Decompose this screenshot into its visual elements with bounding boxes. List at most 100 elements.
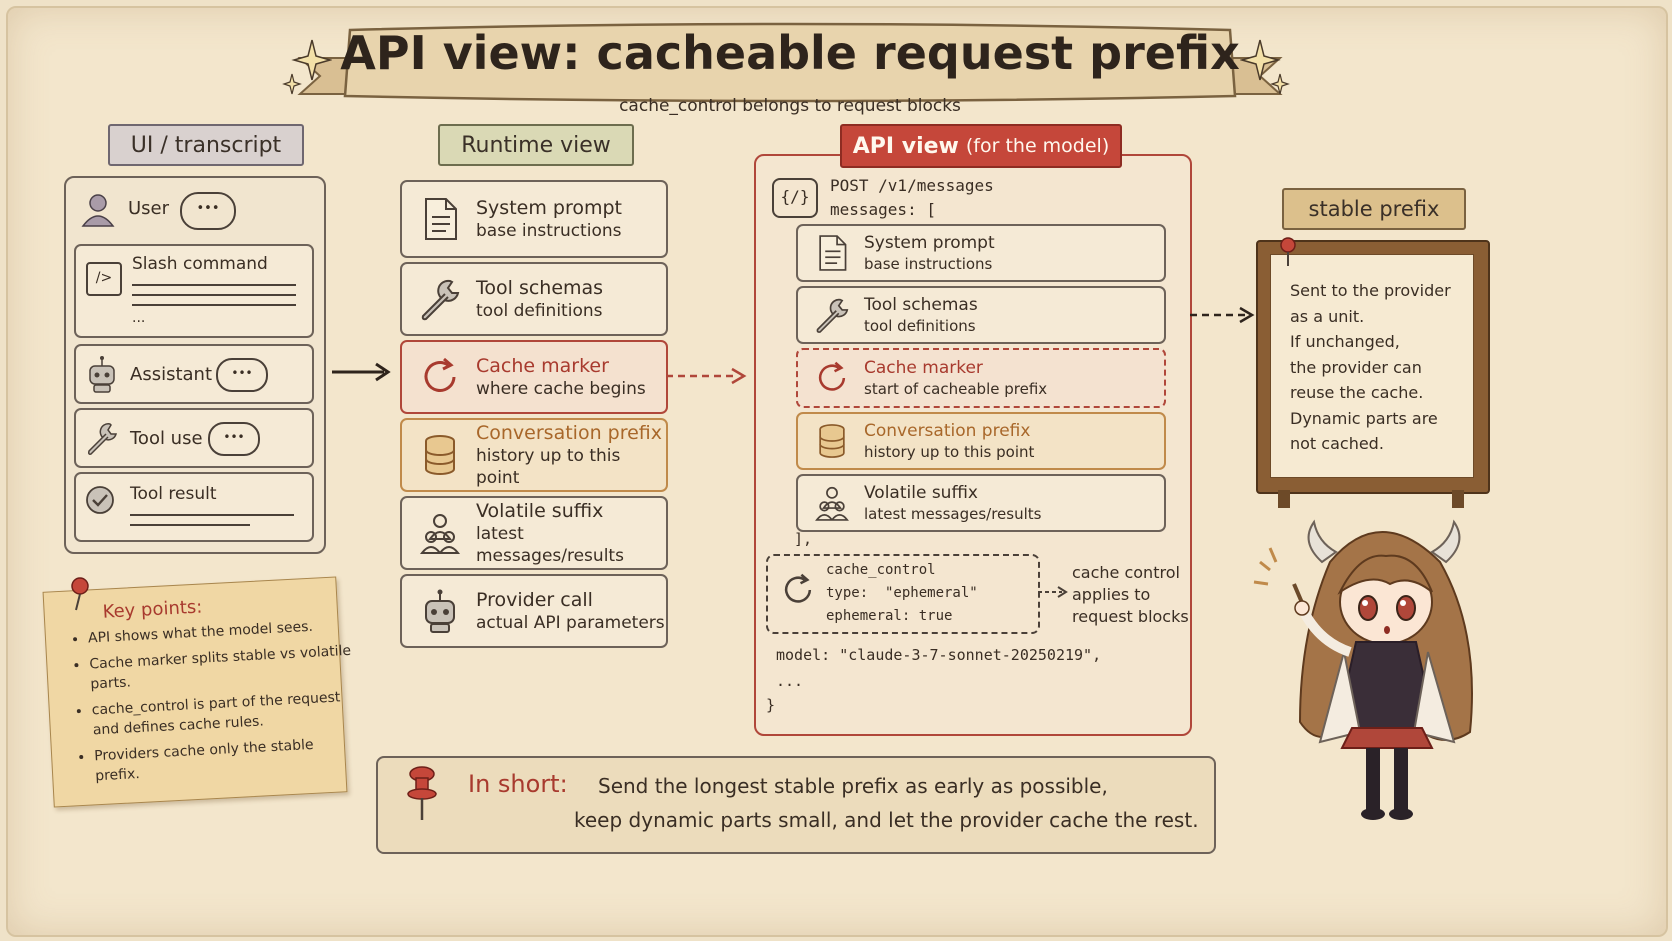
card-title: System prompt [476, 197, 622, 219]
key-points-list: API shows what the model sees. Cache mar… [48, 615, 364, 789]
cache-note-line: cache control [1072, 563, 1180, 582]
title-banner [297, 22, 1283, 103]
model-ellipsis: ... [776, 672, 804, 690]
card-subtitle: actual API parameters [476, 613, 665, 633]
user-icon [81, 194, 115, 227]
slash-command-label: Slash command [132, 254, 268, 274]
cache-note-line: applies to [1072, 585, 1151, 604]
speech-bubble-icon: ••• [180, 192, 236, 230]
card-subtitle: where cache begins [476, 379, 646, 399]
sparkle-icon [1240, 39, 1290, 95]
refresh-icon [424, 357, 456, 392]
cache-control-block: cache_control type: "ephemeral" ephemera… [766, 554, 1040, 634]
card-subtitle: history up to this point [864, 442, 1035, 461]
api-view-header: API view (for the model) [840, 124, 1122, 168]
stable-prefix-line: as a unit. [1290, 306, 1365, 326]
card-title: Volatile suffix [864, 482, 978, 503]
stable-prefix-line: If unchanged, [1290, 332, 1400, 351]
speech-bubble-icon: ••• [208, 422, 260, 456]
card-title: Conversation prefix [476, 422, 663, 444]
key-points-header: Key points: [102, 596, 203, 623]
assistant-card: Assistant ••• [74, 344, 314, 404]
document-icon [819, 235, 847, 271]
wrench-icon [816, 298, 849, 333]
key-point: cache_control is part of the request and… [91, 686, 361, 740]
code-braces-icon: {/} [772, 178, 818, 218]
stable-prefix-line: Sent to the provider [1290, 281, 1451, 300]
pushpin-icon [71, 577, 89, 611]
refresh-icon [784, 573, 812, 603]
key-point: Cache marker splits stable vs volatile p… [89, 640, 359, 694]
card-subtitle: start of cacheable prefix [864, 379, 1048, 398]
pushpin-icon [1280, 237, 1296, 266]
cache-note-line: request blocks [1072, 607, 1189, 626]
api-view-header-paren: (for the model) [965, 135, 1110, 157]
pushpin-icon [407, 766, 437, 820]
in-short-line2: keep dynamic parts small, and let the pr… [574, 808, 1199, 832]
in-short-line1: Send the longest stable prefix as early … [598, 774, 1108, 798]
api-view-header-title: API view [852, 133, 959, 159]
wrench-icon [421, 279, 460, 321]
card-title: Volatile suffix [476, 500, 604, 522]
close-bracket: ], [794, 530, 813, 548]
close-brace: } [766, 696, 776, 714]
stable-prefix-line: Dynamic parts are [1290, 408, 1438, 428]
stable-prefix-line: reuse the cache. [1290, 383, 1424, 402]
slash-ellipsis: ... [132, 310, 146, 326]
code-icon: /> [86, 262, 122, 296]
model-line: model: "claude-3-7-sonnet-20250219", [776, 646, 1102, 664]
cache-control-ephemeral: ephemeral: true [826, 608, 953, 624]
checkmark-icon [86, 486, 114, 514]
card-subtitle: tool definitions [476, 301, 603, 321]
messages-line: messages: [ [830, 200, 936, 219]
card-subtitle: latest messages/results [864, 504, 1042, 523]
stable-prefix-header: stable prefix [1282, 188, 1466, 230]
tool-result-label: Tool result [130, 484, 217, 504]
speech-bubble-icon: ••• [216, 358, 268, 392]
robot-icon [425, 589, 455, 633]
card-title: Conversation prefix [864, 420, 1031, 441]
page-title: API view: cacheable request prefix [340, 26, 1240, 80]
dashed-arrow [1038, 586, 1068, 598]
key-point: Providers cache only the stable prefix. [94, 732, 364, 786]
card-title: Tool schemas [476, 277, 604, 299]
robot-icon [89, 356, 115, 393]
tool-result-card: Tool result [74, 472, 314, 542]
slash-command-card: /> Slash command ... [74, 244, 314, 338]
card-subtitle: history up to this point [476, 446, 621, 488]
card-subtitle: base instructions [476, 221, 622, 241]
runtime-view-header: Runtime view [438, 124, 634, 166]
refresh-icon [818, 361, 846, 391]
card-title: Tool schemas [864, 294, 978, 315]
stable-prefix-line: the provider can [1290, 357, 1422, 377]
user-label: User [128, 198, 170, 219]
wrench-icon [88, 423, 117, 455]
card-subtitle: latest messages/results [476, 524, 624, 566]
cache-control-key: cache_control [826, 562, 936, 578]
tool-use-card: Tool use ••• [74, 408, 314, 468]
card-title: Cache marker [864, 357, 983, 378]
page-subtitle: cache_control belongs to request blocks [619, 96, 961, 116]
database-icon [819, 424, 845, 458]
cache-note: cache control applies to request blocks [1072, 562, 1189, 628]
assistant-label: Assistant [130, 363, 213, 385]
ui-transcript-header: UI / transcript [108, 124, 304, 166]
post-line: POST /v1/messages [830, 176, 994, 195]
card-title: Cache marker [476, 355, 609, 377]
card-subtitle: base instructions [864, 254, 993, 273]
people-icon [815, 486, 849, 521]
mascot-illustration [1253, 519, 1473, 820]
in-short-box [376, 756, 1216, 854]
document-icon [425, 198, 457, 240]
people-icon [419, 514, 461, 554]
tool-use-label: Tool use [130, 427, 203, 449]
